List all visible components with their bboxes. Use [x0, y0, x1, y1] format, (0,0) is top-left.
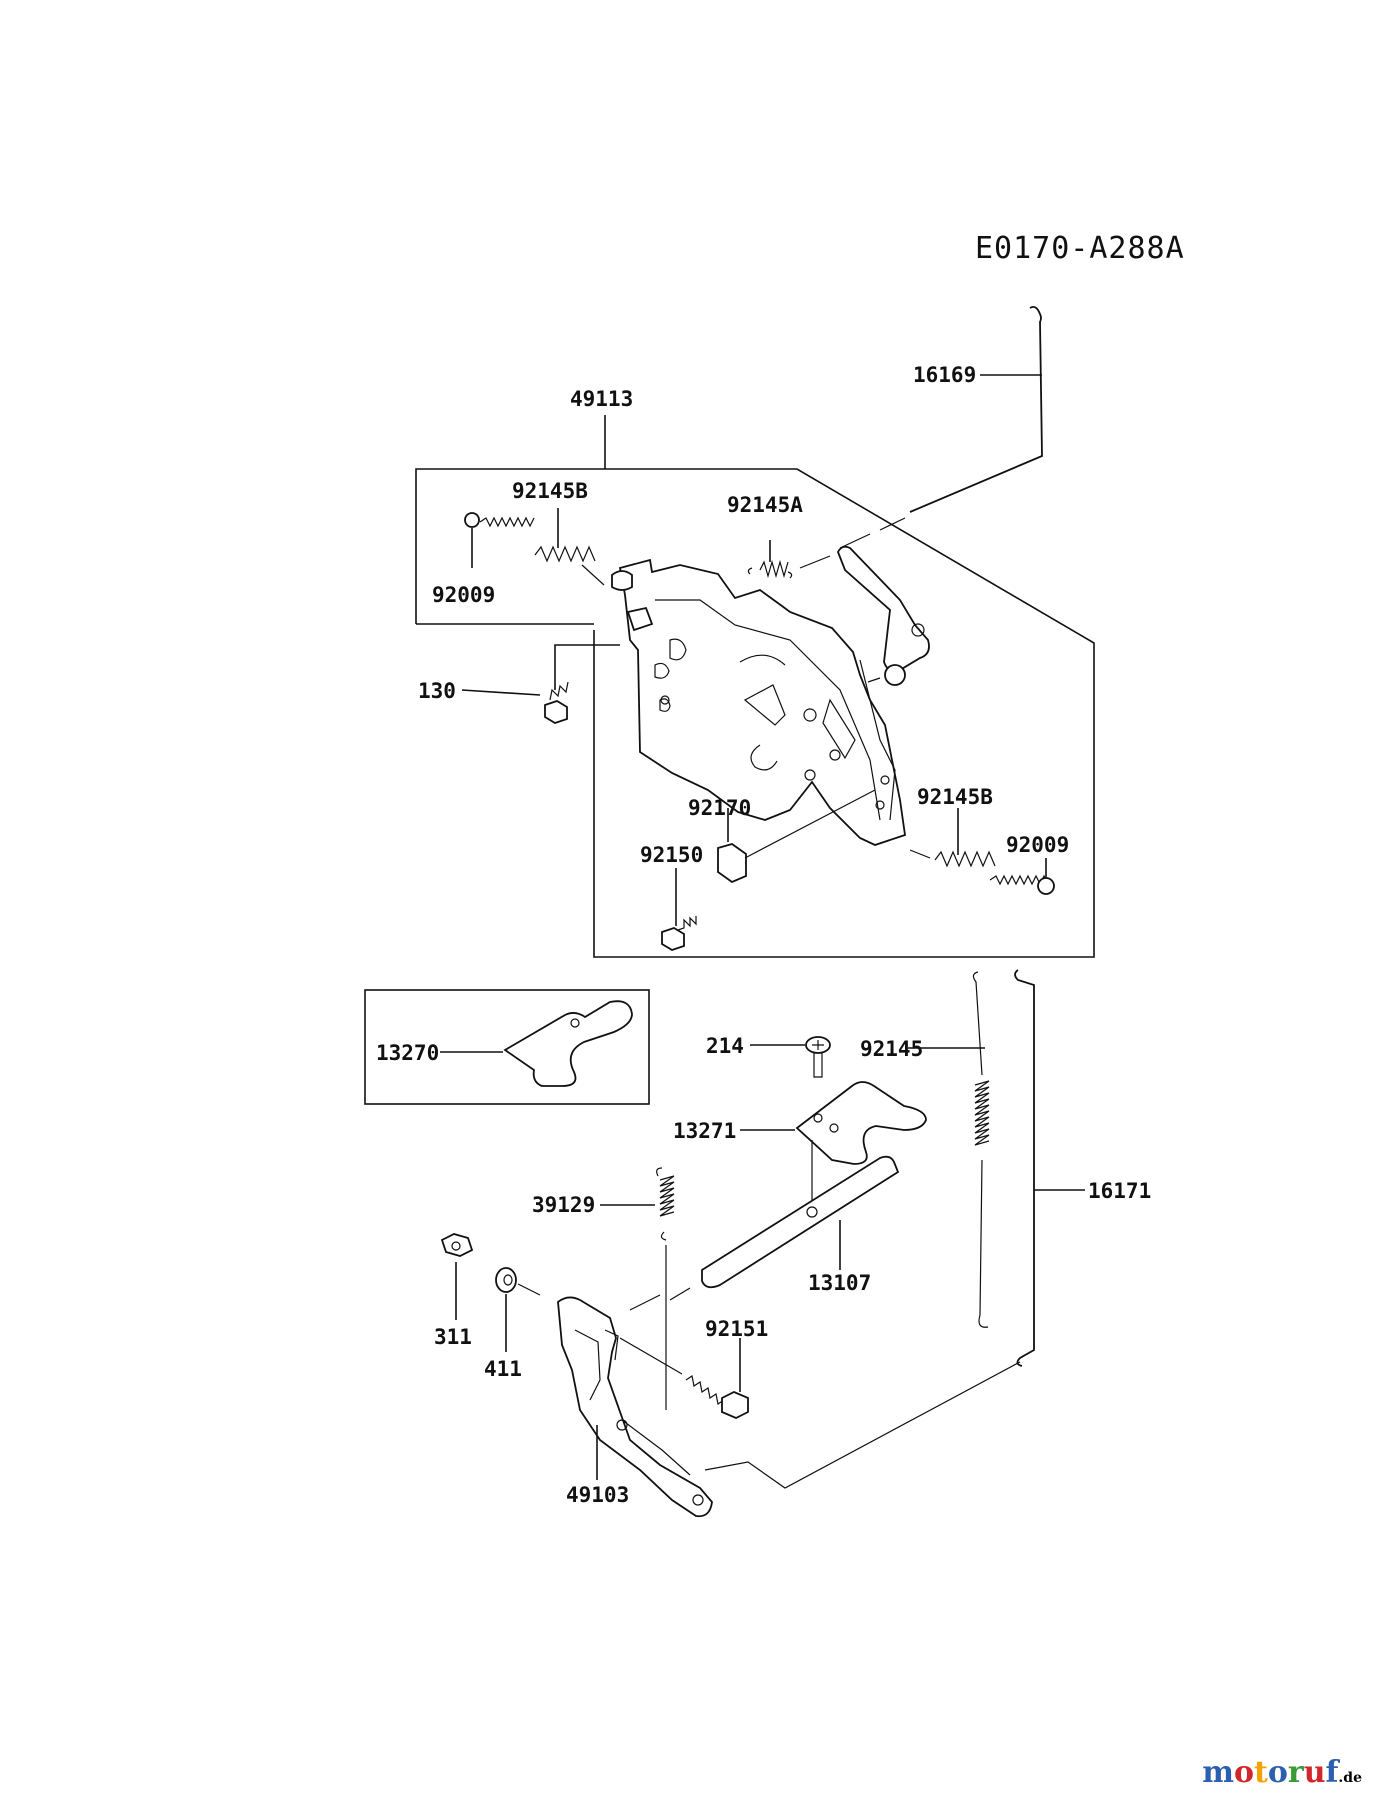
nut-311 [440, 1233, 474, 1320]
label-13270: 13270 [376, 1041, 439, 1065]
watermark-letter: o [1267, 1755, 1288, 1790]
label-92145B-top: 92145B [512, 479, 588, 503]
spring-39129 [600, 1167, 675, 1410]
label-39129: 39129 [532, 1193, 595, 1217]
group-box-13270 [364, 989, 650, 1105]
watermark-logo: motoruf.de [1202, 1755, 1362, 1790]
label-130: 130 [418, 679, 456, 703]
screw-92009-mid [989, 858, 1055, 895]
spring-92145B-mid [909, 808, 996, 868]
watermark-letter: m [1202, 1755, 1234, 1790]
label-49113: 49113 [570, 387, 633, 411]
watermark-brand: motoruf [1202, 1755, 1338, 1790]
label-411: 411 [484, 1357, 522, 1381]
plate-13270 [440, 1000, 633, 1087]
clamp-92170 [717, 789, 876, 884]
lever-49103 [557, 1294, 713, 1518]
label-13107: 13107 [808, 1271, 871, 1295]
bolt-92150 [661, 868, 697, 951]
label-16171: 16171 [1088, 1179, 1151, 1203]
shaft-13107 [669, 1155, 900, 1301]
spring-92145 [908, 971, 990, 1328]
label-214: 214 [706, 1034, 744, 1058]
rod-16169 [839, 305, 1043, 549]
washer-411 [495, 1267, 541, 1352]
label-92145: 92145 [860, 1037, 923, 1061]
bolt-92151 [619, 1337, 749, 1419]
label-92151: 92151 [705, 1317, 768, 1341]
rod-16171 [704, 969, 1085, 1489]
watermark-letter: t [1254, 1755, 1268, 1790]
diagram-code: E0170-A288A [975, 231, 1185, 266]
control-plate [611, 558, 906, 846]
label-92009-mid: 92009 [1006, 833, 1069, 857]
label-92145B-mid: 92145B [917, 785, 993, 809]
group-box-49113 [415, 415, 1095, 958]
label-92009-top: 92009 [432, 583, 495, 607]
label-311: 311 [434, 1325, 472, 1349]
spring-92145A [747, 540, 831, 579]
label-49103: 49103 [566, 1483, 629, 1507]
label-92170: 92170 [688, 796, 751, 820]
watermark-letter: f [1325, 1755, 1339, 1790]
bolt-130 [461, 644, 620, 724]
label-13271: 13271 [673, 1119, 736, 1143]
watermark-letter: u [1303, 1755, 1326, 1790]
label-92150: 92150 [640, 843, 703, 867]
watermark-letter: o [1234, 1755, 1255, 1790]
watermark-letter: r [1287, 1755, 1304, 1790]
label-16169: 16169 [913, 363, 976, 387]
label-92145A: 92145A [727, 493, 803, 517]
screw-92009-top [464, 512, 535, 568]
governor-arm [837, 545, 930, 686]
watermark-suffix: .de [1338, 1770, 1362, 1786]
spring-92145B-top [534, 508, 605, 586]
screw-214 [750, 1036, 831, 1078]
plate-13271 [740, 1081, 927, 1200]
